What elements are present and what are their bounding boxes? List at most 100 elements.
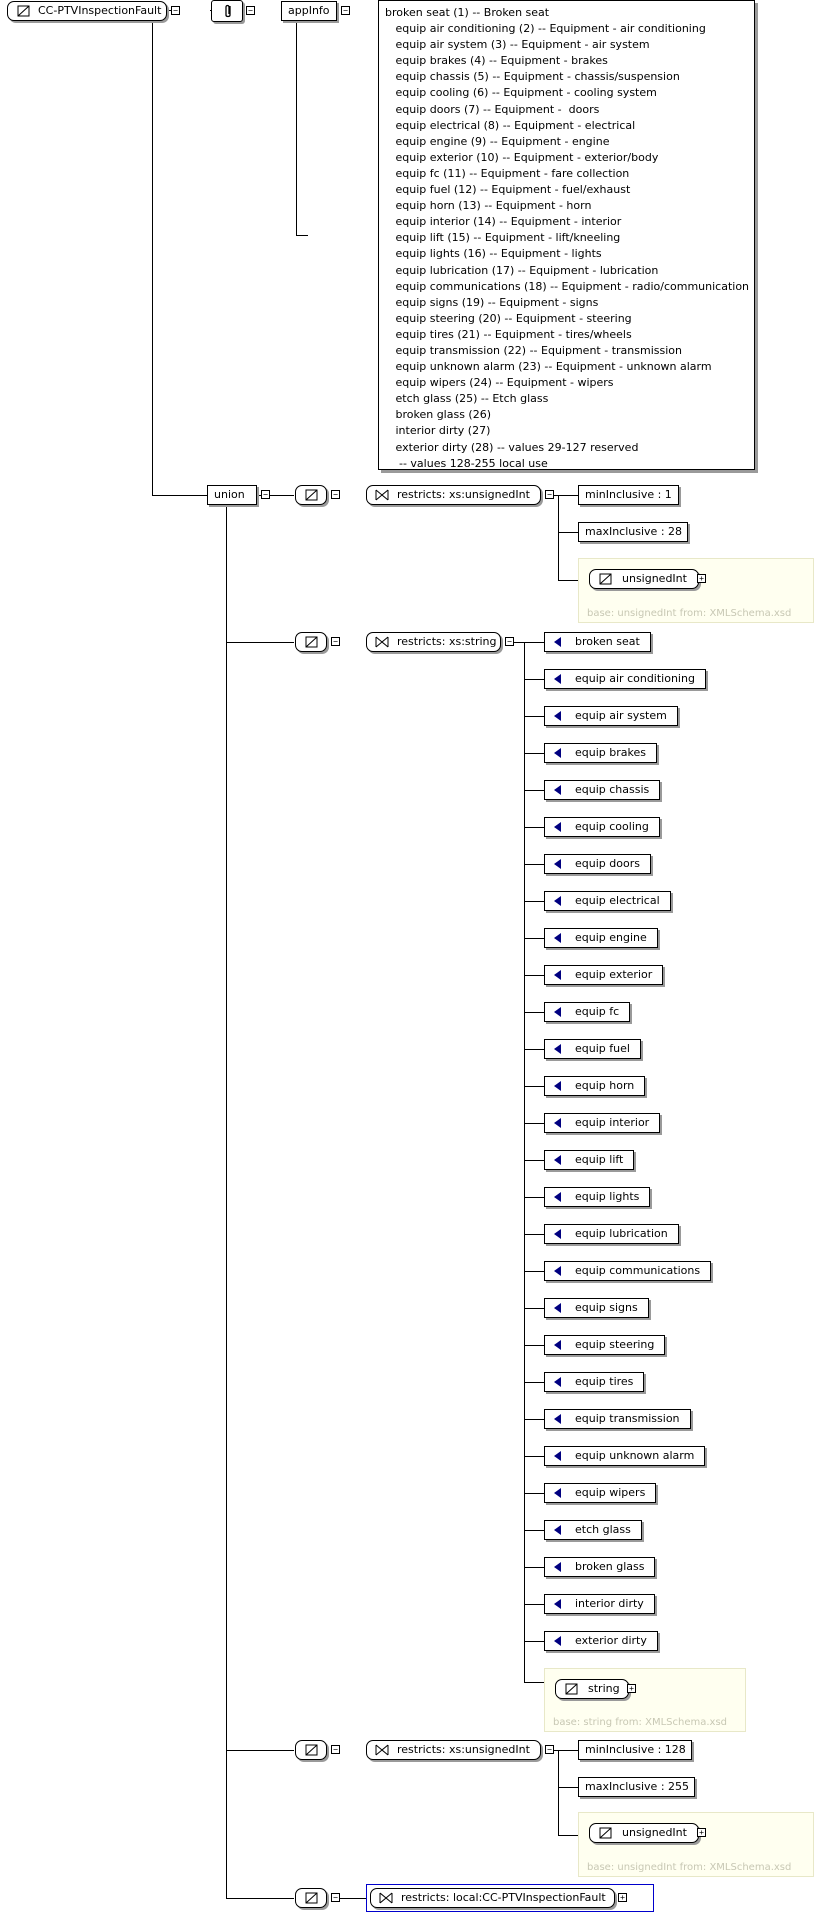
enumeration-node[interactable]: equip cooling (544, 817, 660, 837)
connector (524, 1234, 544, 1235)
enumeration-label: equip doors (575, 857, 640, 870)
appinfo-label: appInfo (288, 4, 330, 17)
enumeration-node[interactable]: equip lights (544, 1187, 651, 1207)
collapse-toggle[interactable]: − (545, 490, 554, 499)
union-node[interactable]: union (207, 485, 257, 505)
enumeration-node[interactable]: exterior dirty (544, 1631, 658, 1651)
enumeration-node[interactable]: equip wipers (544, 1483, 657, 1503)
enumeration-node[interactable]: equip fuel (544, 1039, 641, 1059)
simpletype-icon (305, 1744, 318, 1762)
collapse-toggle[interactable]: − (505, 637, 514, 646)
collapse-toggle[interactable]: − (545, 1745, 554, 1754)
enumeration-node[interactable]: equip exterior (544, 965, 664, 985)
restriction-label: restricts: xs:string (397, 635, 497, 648)
enumeration-node[interactable]: equip chassis (544, 780, 661, 800)
documentation-box: broken seat (1) -- Broken seat equip air… (378, 0, 755, 470)
collapse-toggle[interactable]: − (341, 6, 350, 15)
expand-toggle[interactable]: + (697, 1828, 706, 1837)
documentation-line: equip lights (16) -- Equipment - lights (385, 247, 602, 261)
restriction-node-1[interactable]: restricts: xs:unsignedInt (366, 485, 541, 505)
enumeration-label: equip communications (575, 1264, 701, 1277)
enumeration-node[interactable]: equip air conditioning (544, 669, 706, 689)
enumeration-label: equip air conditioning (575, 672, 695, 685)
simpletype-anon-node-1[interactable] (295, 485, 327, 505)
enumeration-node[interactable]: equip communications (544, 1261, 712, 1281)
enumeration-label: equip tires (575, 1375, 634, 1388)
connector (524, 1345, 544, 1346)
base-type-box: unsignedInt + base: unsignedInt from: XM… (578, 1812, 814, 1877)
enumeration-label: etch glass (575, 1523, 631, 1536)
connector (296, 10, 297, 235)
base-note: base: unsignedInt from: XMLSchema.xsd (587, 608, 792, 619)
enumeration-node[interactable]: etch glass (544, 1520, 642, 1540)
collapse-toggle[interactable]: − (331, 637, 340, 646)
enumeration-node[interactable]: equip tires (544, 1372, 645, 1392)
enumeration-node[interactable]: equip transmission (544, 1409, 691, 1429)
connector (524, 975, 544, 976)
enumeration-label: equip lights (575, 1190, 640, 1203)
enumeration-node[interactable]: equip lift (544, 1150, 635, 1170)
enumeration-node[interactable]: equip lubrication (544, 1224, 679, 1244)
enumeration-node[interactable]: equip unknown alarm (544, 1446, 706, 1466)
enumeration-node[interactable]: equip electrical (544, 891, 671, 911)
documentation-line: equip chassis (5) -- Equipment - chassis… (385, 70, 680, 84)
collapse-toggle[interactable]: − (171, 6, 180, 15)
base-type-node[interactable]: unsignedInt (589, 569, 699, 589)
connector (152, 495, 210, 496)
facet-max-inclusive[interactable]: maxInclusive : 28 (578, 522, 688, 542)
collapse-toggle[interactable]: − (331, 1893, 340, 1902)
collapse-toggle[interactable]: − (331, 1745, 340, 1754)
restriction-label: restricts: xs:unsignedInt (397, 1743, 530, 1756)
enumeration-node[interactable]: equip engine (544, 928, 658, 948)
enumeration-node[interactable]: broken seat (544, 632, 651, 652)
type-label: unsignedInt (622, 572, 687, 585)
connector (226, 495, 294, 496)
expand-toggle[interactable]: + (618, 1893, 627, 1902)
simpletype-icon (17, 5, 30, 23)
enumeration-node[interactable]: equip horn (544, 1076, 646, 1096)
connector (524, 1567, 544, 1568)
expand-toggle[interactable]: + (627, 1684, 636, 1693)
restriction-node-2[interactable]: restricts: xs:string (366, 632, 501, 652)
connector (524, 790, 544, 791)
enumeration-node[interactable]: equip brakes (544, 743, 657, 763)
enumeration-node[interactable]: equip steering (544, 1335, 666, 1355)
annotation-node[interactable] (211, 0, 243, 22)
facet-label: maxInclusive : 255 (585, 1780, 690, 1793)
simpletype-icon (599, 1827, 612, 1845)
documentation-line: interior dirty (27) (385, 424, 491, 438)
restriction-node-3[interactable]: restricts: xs:unsignedInt (366, 1740, 541, 1760)
facet-min-inclusive[interactable]: minInclusive : 128 (578, 1740, 692, 1760)
enumeration-node[interactable]: equip interior (544, 1113, 661, 1133)
root-simpletype-node[interactable]: CC-PTVInspectionFault (7, 1, 167, 21)
base-type-node[interactable]: string (555, 1679, 629, 1699)
expand-toggle[interactable]: + (697, 574, 706, 583)
collapse-toggle[interactable]: − (331, 490, 340, 499)
enumeration-icon (554, 1599, 561, 1609)
connector (550, 495, 558, 496)
simpletype-anon-node-4[interactable] (295, 1888, 327, 1908)
simpletype-anon-node-3[interactable] (295, 1740, 327, 1760)
enumeration-node[interactable]: equip fc (544, 1002, 631, 1022)
restriction-node-4[interactable]: restricts: local:CC-PTVInspectionFault (370, 1888, 615, 1908)
facet-max-inclusive[interactable]: maxInclusive : 255 (578, 1777, 695, 1797)
collapse-toggle[interactable]: − (246, 6, 255, 15)
connector (524, 1530, 544, 1531)
enumeration-label: equip cooling (575, 820, 649, 833)
enumeration-node[interactable]: interior dirty (544, 1594, 655, 1614)
connector (524, 1271, 544, 1272)
enumeration-node[interactable]: equip doors (544, 854, 651, 874)
base-type-node[interactable]: unsignedInt (589, 1823, 699, 1843)
simpletype-anon-node-2[interactable] (295, 632, 327, 652)
facet-label: minInclusive : 128 (585, 1743, 686, 1756)
enumeration-node[interactable]: equip air system (544, 706, 678, 726)
facet-min-inclusive[interactable]: minInclusive : 1 (578, 485, 679, 505)
appinfo-node[interactable]: appInfo (281, 1, 337, 21)
documentation-line: equip air conditioning (2) -- Equipment … (385, 22, 706, 36)
enumeration-icon (554, 933, 561, 943)
enumeration-node[interactable]: equip signs (544, 1298, 649, 1318)
enumeration-label: broken seat (575, 635, 640, 648)
enumeration-node[interactable]: broken glass (544, 1557, 656, 1577)
collapse-toggle[interactable]: − (261, 490, 270, 499)
